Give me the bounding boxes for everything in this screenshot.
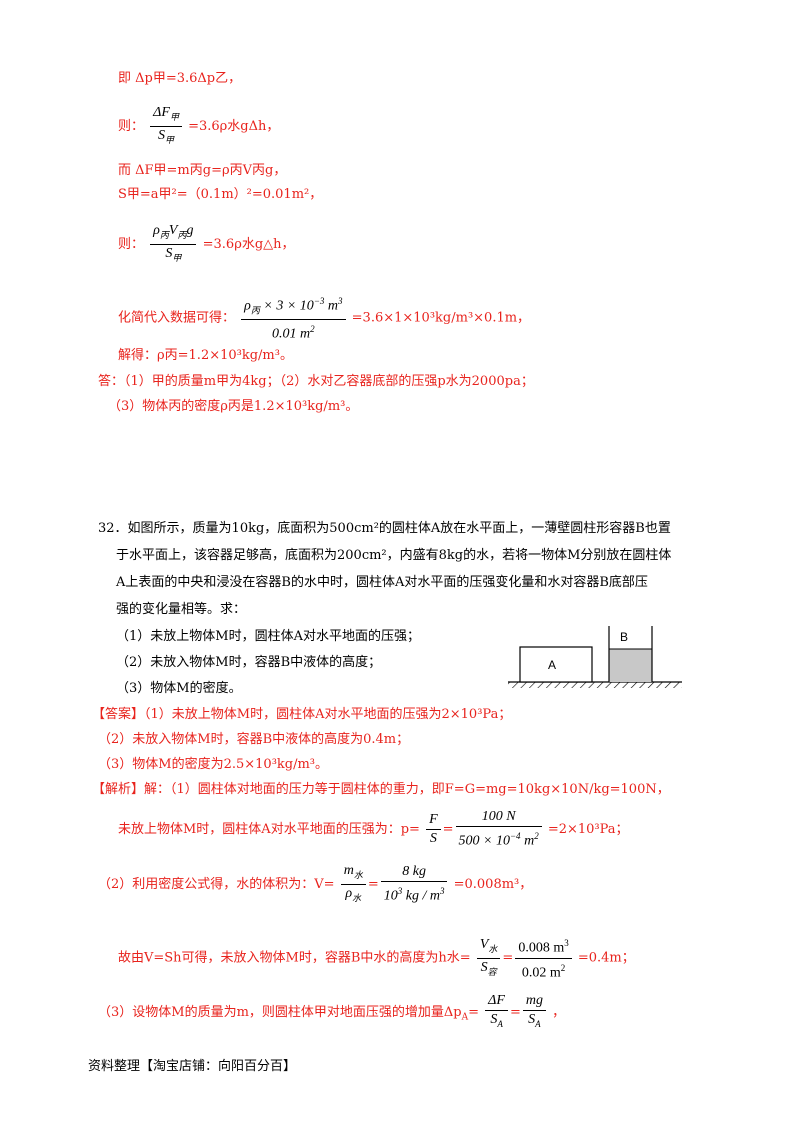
question-3: （3）物体M的密度。 <box>116 681 242 696</box>
footer-note: 资料整理【淘宝店铺：向阳百分百】 <box>88 1059 297 1074</box>
analysis-step-3-prefix: （2）利用密度公式得，水的体积为：V= <box>98 876 335 892</box>
solution-line-3: 而 ΔF甲=m丙g=ρ丙V丙g， <box>118 163 287 178</box>
solution-line-5-suffix: =3.6ρ水g△h， <box>202 236 295 252</box>
question-1: （1）未放上物体M时，圆柱体A对水平地面的压强； <box>116 629 420 644</box>
answer-tag: 【答案】 <box>92 707 145 722</box>
label-b: B <box>620 630 628 644</box>
analysis-step-5-prefix: （3）设物体M的质量为m，则圆柱体甲对地面压强的增加量Δp <box>98 1004 462 1020</box>
problem-line-4: 强的变化量相等。求： <box>116 602 247 617</box>
solution-line-8: 答：（1）甲的质量m甲为4kg；（2）水对乙容器底部的压强p水为2000pa； <box>98 374 534 389</box>
answer-3: （3）物体M的密度为2.5×10³kg/m³。 <box>98 757 329 772</box>
analysis-step-5-suffix: ， <box>552 1004 566 1020</box>
ground-hatch <box>508 682 682 688</box>
solution-line-2-suffix: =3.6ρ水gΔh， <box>188 118 280 134</box>
analysis-step-2-prefix: 未放上物体M时，圆柱体A对水平地面的压强为：p= <box>118 821 420 837</box>
question-2: （2）未放入物体M时，容器B中液体的高度； <box>116 655 382 670</box>
analysis-step-5-sub: A <box>461 1012 469 1023</box>
analysis-step-5-eq: = <box>468 1004 480 1020</box>
label-a: A <box>548 658 556 672</box>
analysis-step-2-suffix: =2×10³Pa； <box>547 821 629 837</box>
cylinder-a <box>519 646 593 683</box>
solution-line-4: S甲=a甲²=（0.1m）²=0.01m²， <box>118 187 323 202</box>
solution-line-6-prefix: 化简代入数据可得： <box>118 310 236 326</box>
answer-line-1: 【答案】（1）未放上物体M时，圆柱体A对水平地面的压强为2×10³Pa； <box>92 706 511 724</box>
answer-1: （1）未放上物体M时，圆柱体A对水平地面的压强为2×10³Pa； <box>144 707 512 722</box>
water-fill <box>609 649 652 682</box>
solution-line-5-prefix: 则： <box>118 236 145 252</box>
solution-line-9: （3）物体丙的密度ρ丙是1.2×10³kg/m³。 <box>108 399 359 414</box>
answer-2: （2）未放入物体M时，容器B中液体的高度为0.4m； <box>98 732 410 747</box>
problem-line-1: 32．如图所示，质量为10kg，底面积为500cm²的圆柱体A放在水平面上，一薄… <box>98 521 671 536</box>
analysis-step-3-suffix: =0.008m³， <box>453 876 533 892</box>
analysis-tag: 【解析】 <box>92 782 145 797</box>
solution-line-6-suffix: =3.6×1×10³kg/m³×0.1m， <box>351 310 531 326</box>
analysis-step-4-suffix: =0.4m； <box>577 950 635 966</box>
solution-line-1: 即 Δp甲=3.6Δp乙， <box>118 71 242 86</box>
solution-line-2-prefix: 则： <box>118 118 145 134</box>
analysis-line-1: 【解析】解：（1）圆柱体对地面的压力等于圆柱体的重力，即F=G=mg=10kg×… <box>92 781 670 799</box>
cylinder-container-diagram: A B <box>508 626 682 688</box>
problem-line-3: A上表面的中央和浸没在容器B的水中时，圆柱体A对水平面的压强变化量和水对容器B底… <box>116 575 648 590</box>
analysis-step-4-prefix: 故由V=Sh可得，未放入物体M时，容器B中水的高度为h水= <box>118 950 471 966</box>
problem-line-2: 于水平面上，该容器足够高，底面积为200cm²，内盛有8kg的水，若将一物体M分… <box>116 548 672 563</box>
analysis-step-1: 解：（1）圆柱体对地面的压力等于圆柱体的重力，即F=G=mg=10kg×10N/… <box>144 782 670 797</box>
solution-line-7: 解得：ρ丙=1.2×10³kg/m³。 <box>118 348 293 363</box>
